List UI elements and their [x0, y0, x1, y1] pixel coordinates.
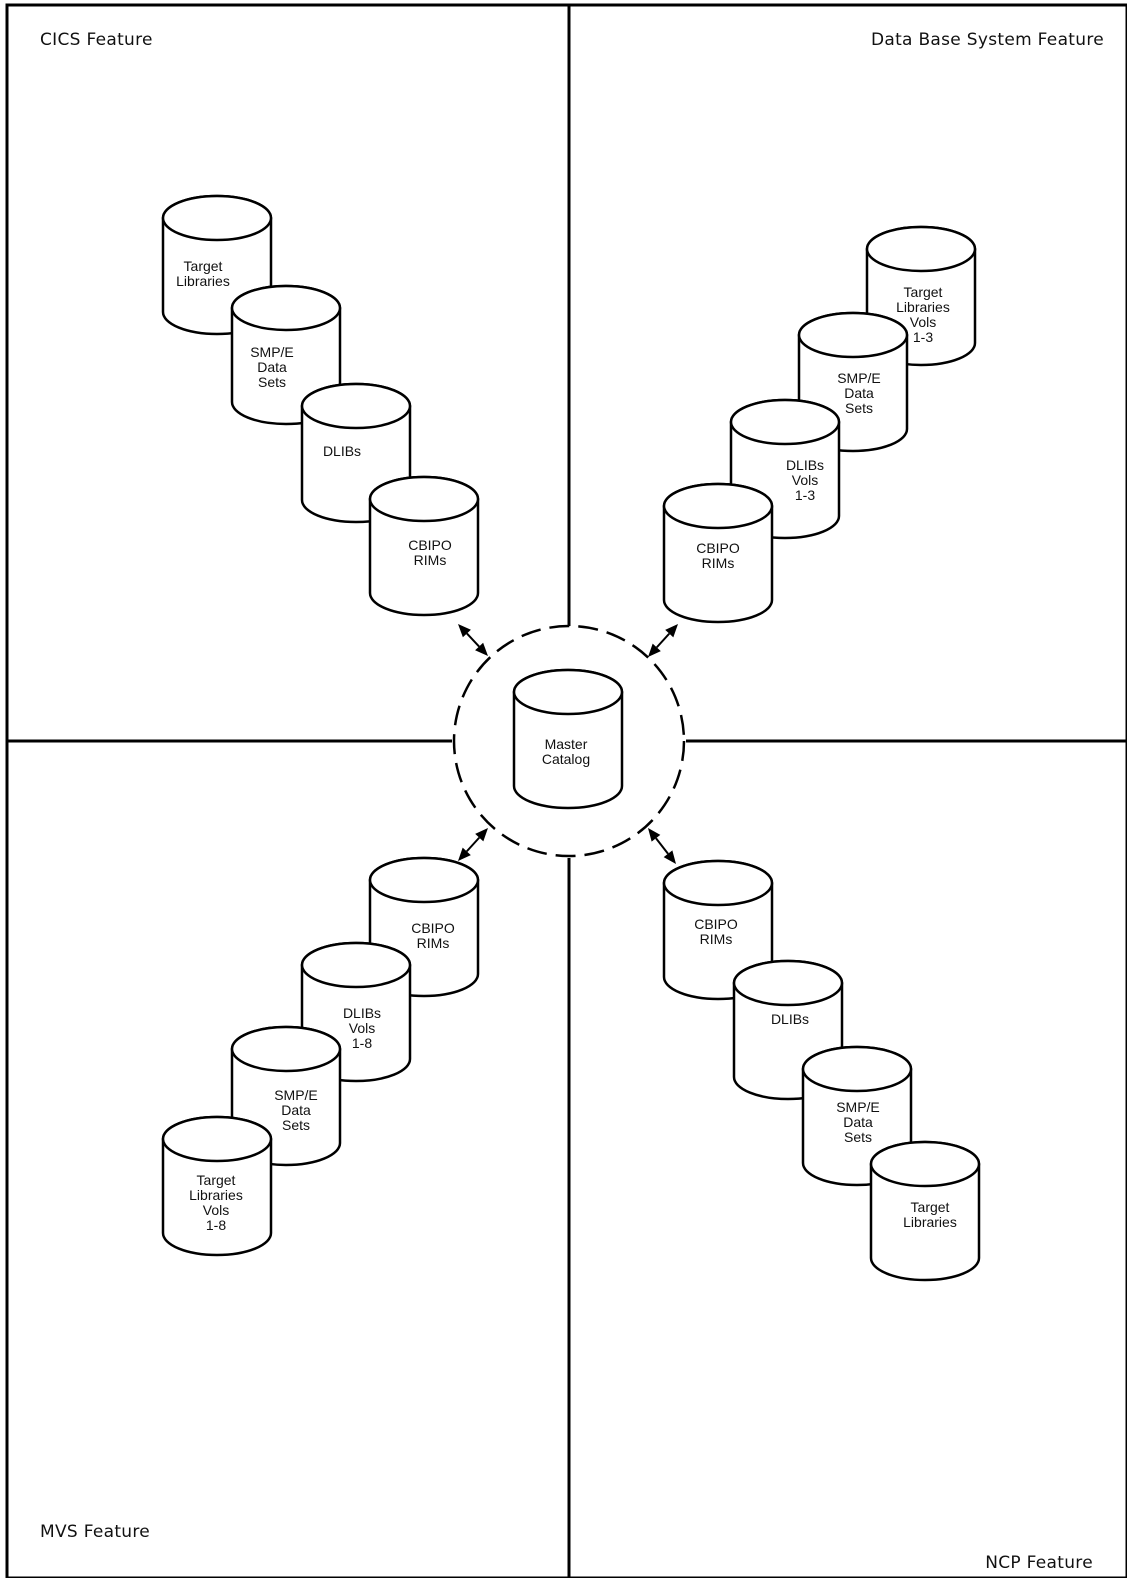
cylinder-top [300, 941, 412, 989]
cylinder-top [729, 398, 841, 446]
cylinder-top [801, 1045, 913, 1093]
arrow-dbs [648, 624, 678, 657]
cylinder-top [300, 382, 412, 430]
arrow-ncp [648, 828, 676, 864]
cylinder-top [662, 859, 774, 907]
arrow-group [458, 624, 678, 864]
cylinder-top [512, 668, 624, 716]
cylinder-top [161, 194, 273, 242]
cylinder-top [869, 1140, 981, 1188]
quadrant-title-cics: CICS Feature [40, 30, 153, 50]
cylinder-label: DLIBs [323, 443, 361, 459]
quadrant-title-mvs: MVS Feature [40, 1522, 151, 1542]
arrow-mvs [458, 828, 488, 861]
cylinder-top [230, 284, 342, 332]
cylinder-top [865, 225, 977, 273]
quadrant-title-dbs: Data Base System Feature [870, 30, 1104, 50]
quadrant-title-ncp: NCP Feature [985, 1553, 1093, 1573]
cylinder-top [161, 1115, 273, 1163]
cylinder-top [797, 311, 909, 359]
arrow-cics [458, 624, 488, 656]
cylinder-label: DLIBs [771, 1011, 809, 1027]
cylinder-top [368, 856, 480, 904]
cylinder-top [230, 1025, 342, 1073]
cylinder-top [662, 482, 774, 530]
cylinder-top [368, 475, 480, 523]
cylinder-top [732, 959, 844, 1007]
